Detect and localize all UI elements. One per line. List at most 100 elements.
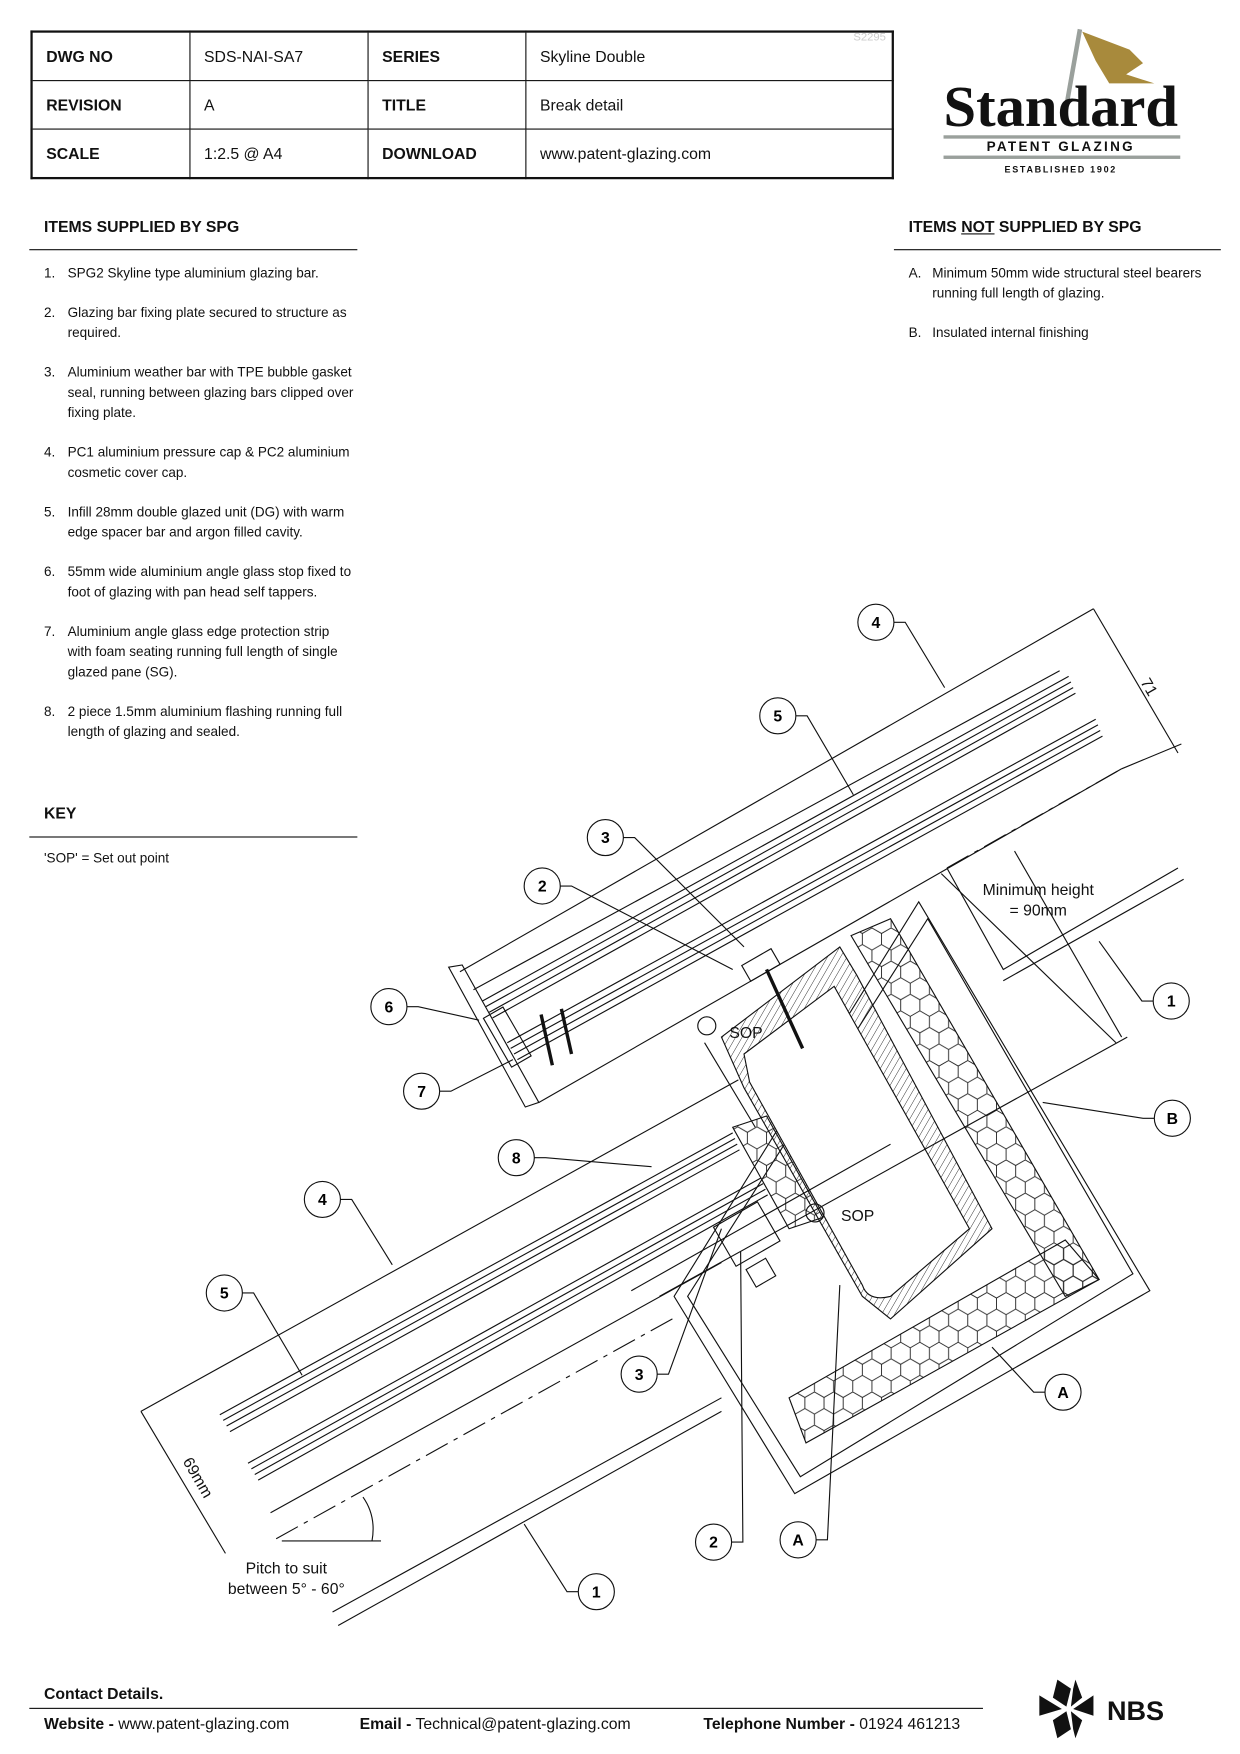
supplied-heading: ITEMS SUPPLIED BY SPG	[43, 217, 240, 236]
pitch-label: Pitch to suit	[246, 1561, 328, 1578]
list-item: 3.Aluminium weather bar with TPE bubble …	[44, 362, 354, 423]
title-label: DOWNLOAD	[367, 128, 527, 179]
callout-label: 7	[417, 1084, 426, 1101]
min-height-label: Minimum height	[983, 882, 1095, 899]
callout-label: A	[1057, 1385, 1068, 1402]
insulation	[788, 1239, 1100, 1444]
drawing-ref: S2295	[853, 31, 886, 44]
divider	[29, 249, 358, 251]
list-item: 7. Aluminium angle glass edge protection …	[44, 621, 354, 682]
item-text: Glazing bar fixing plate secured to stru…	[67, 304, 347, 341]
callout-label: 2	[709, 1535, 718, 1552]
list-item: B.Insulated internal finishing	[909, 322, 1219, 342]
svg-text:PATENT GLAZING: PATENT GLAZING	[987, 139, 1135, 154]
logo-text: Standard	[943, 74, 1178, 139]
callout-5: 5	[759, 697, 854, 796]
callout-A: A	[779, 1285, 841, 1559]
phone-contact: Telephone Number - 01924 461213	[703, 1714, 961, 1733]
lower-glass-pane-2	[247, 1177, 768, 1481]
callout-label: 3	[601, 830, 610, 847]
callout-3: 3	[620, 1228, 722, 1393]
list-item: 2. Glazing bar fixing plate secured to st…	[44, 302, 354, 343]
dim-69mm: 69mm	[179, 1455, 216, 1501]
list-item: 4. PC1 aluminium pressure cap & PC2 alumi…	[44, 442, 354, 483]
item-number: 3.	[43, 364, 56, 380]
contact-heading: Contact Details.	[43, 1684, 164, 1703]
sop-marker	[805, 1203, 825, 1223]
title-label: REVISION	[31, 80, 191, 130]
callout-B: B	[1042, 1099, 1191, 1137]
lower-glass-pane-1	[219, 1132, 740, 1433]
website-contact: Website - www.patent-glazing.com	[43, 1714, 290, 1733]
key-text: 'SOP' = Set out point	[43, 849, 170, 866]
item-text: PC1 aluminium pressure cap & PC2 alumini…	[67, 444, 350, 481]
email-contact: Email - Technical@patent-glazing.com	[359, 1714, 631, 1733]
callout-1: 1	[1098, 940, 1190, 1020]
pitch-range: between 5° - 60°	[228, 1581, 345, 1598]
supplied-list: 1. SPG2 Skyline type aluminium glazing ba…	[44, 263, 354, 761]
callout-4: 4	[303, 1180, 393, 1266]
list-item: 5.Infill 28mm double glazed unit (DG) wi…	[44, 502, 354, 543]
item-number: 8.	[43, 703, 56, 720]
callout-label: 2	[538, 879, 547, 896]
callout-2: 2	[694, 1251, 744, 1561]
callout-A: A	[991, 1346, 1082, 1411]
svg-text:ESTABLISHED 1902: ESTABLISHED 1902	[1005, 164, 1117, 174]
item-text: 55mm wide aluminium angle glass stop fix…	[67, 563, 352, 600]
item-number: 2.	[43, 304, 56, 321]
callout-7: 7	[402, 1059, 514, 1110]
upper-glass-pane-1	[482, 675, 1076, 1019]
fixing-screw	[482, 947, 805, 1288]
callout-label: 3	[635, 1367, 644, 1384]
item-number: B.	[908, 324, 922, 341]
list-item: 8. 2 piece 1.5mm aluminium flashing runni…	[44, 701, 354, 742]
callout-label: A	[792, 1532, 803, 1549]
callout-3: 3	[586, 818, 745, 948]
standard-logo: Standard PATENT GLAZING ESTABLISHED 1902	[943, 28, 1181, 174]
not-supplied-heading: ITEMS NOT SUPPLIED BY SPG	[908, 217, 1142, 236]
callout-label: 5	[220, 1286, 229, 1303]
callout-6: 6	[370, 988, 480, 1026]
sop-label: SOP	[841, 1208, 874, 1225]
phone-number: 01924 461213	[859, 1714, 961, 1733]
website-link[interactable]: www.patent-glazing.com	[118, 1714, 290, 1733]
nbs-logo: NBS	[1039, 1679, 1164, 1739]
callout-label: 4	[318, 1192, 327, 1209]
title-value: Break detail	[525, 80, 894, 130]
upper-glass-pane-2	[506, 718, 1103, 1061]
title-value: SDS-NAI-SA7	[189, 31, 369, 82]
item-number: 1.	[43, 264, 56, 281]
list-item: A. Minimum 50mm wide structural steel bea…	[909, 263, 1219, 304]
title-label: TITLE	[367, 80, 527, 130]
not-supplied-list: A. Minimum 50mm wide structural steel bea…	[909, 263, 1219, 362]
list-item: 1. SPG2 Skyline type aluminium glazing ba…	[44, 263, 354, 283]
key-heading: KEY	[43, 803, 77, 822]
callout-label: 1	[592, 1584, 601, 1601]
item-text: 2 piece 1.5mm aluminium flashing running…	[67, 703, 343, 740]
min-height-value: = 90mm	[1010, 902, 1067, 919]
item-number: 6.	[43, 563, 56, 580]
item-number: A.	[908, 264, 922, 281]
item-text: SPG2 Skyline type aluminium glazing bar.	[67, 264, 319, 281]
email-link[interactable]: Technical@patent-glazing.com	[415, 1714, 631, 1733]
callout-label: 4	[871, 615, 880, 632]
callout-2: 2	[523, 867, 733, 970]
sop-label: SOP	[729, 1025, 762, 1042]
item-text: Infill 28mm double glazed unit (DG) with…	[67, 503, 345, 540]
list-item: 6. 55mm wide aluminium angle glass stop f…	[44, 561, 354, 602]
sop-marker	[697, 1016, 717, 1036]
item-text: Aluminium angle glass edge protection st…	[67, 623, 338, 680]
callout-label: 8	[512, 1150, 521, 1167]
item-text: Minimum 50mm wide structural steel beare…	[932, 264, 1202, 301]
item-number: 7.	[43, 623, 56, 640]
title-value: www.patent-glazing.com	[525, 128, 894, 179]
item-number: 4.	[43, 444, 56, 460]
callout-1: 1	[523, 1523, 615, 1611]
divider	[29, 836, 358, 838]
